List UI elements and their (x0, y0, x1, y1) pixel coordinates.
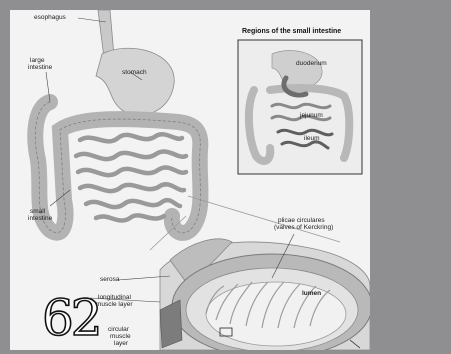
small-intestine-coils (76, 134, 186, 220)
label-longitudinal-2: muscle layer (96, 301, 132, 309)
label-serosa: serosa (100, 276, 120, 284)
label-esophagus: esophagus (34, 14, 66, 22)
label-stomach: stomach (122, 69, 147, 77)
stomach-shape (96, 48, 174, 115)
label-large-intestine-2: intestine (28, 64, 52, 72)
label-plicae-2: (valves of Kerckring) (274, 224, 333, 232)
label-duodenum: duodenum (296, 60, 327, 68)
label-ileum: ileum (304, 135, 320, 143)
figure-panel: esophagus large intestine stomach Region… (10, 10, 370, 350)
label-circular-3: layer (114, 340, 128, 348)
label-small-intestine-2: intestine (28, 215, 52, 223)
inset-title: Regions of the small intestine (242, 28, 341, 35)
right-gutter (370, 10, 451, 354)
intestine-cross-section (160, 239, 370, 350)
label-jejunum: jejunum (300, 112, 323, 120)
page-number: 62 (42, 292, 100, 344)
label-lumen: lumen (302, 290, 321, 298)
